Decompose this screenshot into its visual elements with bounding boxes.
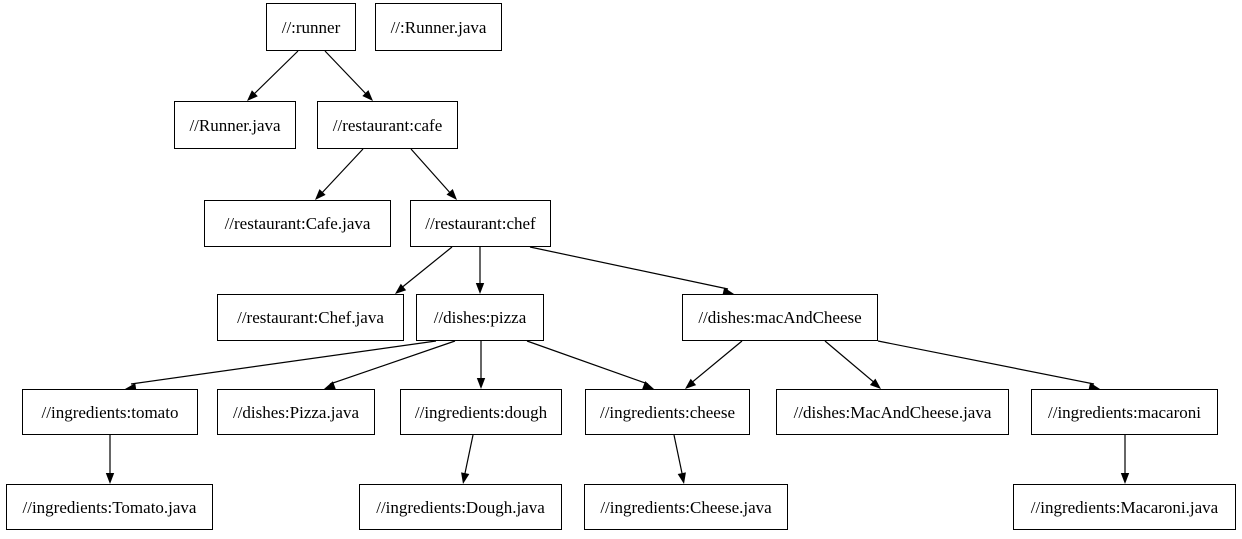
arrowhead-icon xyxy=(461,472,470,484)
arrowhead-icon xyxy=(677,472,686,484)
graph-node-ingredients_macaroni_java[interactable]: //ingredients:Macaroni.java xyxy=(1013,484,1236,530)
graph-node-restaurant_chef_java[interactable]: //restaurant:Chef.java xyxy=(217,294,404,341)
graph-node-label: //ingredients:tomato xyxy=(41,402,179,422)
graph-node-root_runner_java[interactable]: //:Runner.java xyxy=(375,3,502,51)
arrowhead-icon xyxy=(476,378,486,389)
graph-node-label: //ingredients:Tomato.java xyxy=(22,497,197,517)
arrowhead-icon xyxy=(105,473,115,484)
graph-node-label: //restaurant:Cafe.java xyxy=(224,214,371,233)
graph-node-label: //restaurant:cafe xyxy=(332,115,443,135)
graph-node-restaurant_chef[interactable]: //restaurant:chef xyxy=(410,200,551,247)
graph-node-label: //restaurant:Chef.java xyxy=(237,308,384,327)
edge-ingredients_tomato-to-ingredients_tomato_java xyxy=(105,435,115,484)
graph-node-label: //:runner xyxy=(281,17,341,37)
edge-runner-to-restaurant_cafe xyxy=(324,50,373,101)
graph-node-runner[interactable]: //:runner xyxy=(266,3,356,51)
edge-restaurant_chef-to-dishes_macandcheese xyxy=(529,246,734,296)
graph-node-label: //ingredients:dough xyxy=(414,402,548,422)
arrowhead-icon xyxy=(324,381,336,390)
arrowhead-icon xyxy=(869,378,881,389)
arrowhead-icon xyxy=(315,189,326,200)
edge-ingredients_macaroni-to-ingredients_macaroni_java xyxy=(1120,435,1130,484)
graph-node-label: //Runner.java xyxy=(189,115,281,135)
graph-node-label: //dishes:Pizza.java xyxy=(232,402,360,422)
edge-dishes_macandcheese-to-dishes_macandcheese_java xyxy=(824,340,881,389)
arrowhead-icon xyxy=(475,283,485,294)
edge-restaurant_chef-to-dishes_pizza xyxy=(475,247,485,294)
graph-node-label: //restaurant:chef xyxy=(425,214,536,233)
graph-node-ingredients_macaroni[interactable]: //ingredients:macaroni xyxy=(1031,389,1218,435)
graph-node-dishes_macandcheese_java[interactable]: //dishes:MacAndCheese.java xyxy=(776,389,1009,435)
graph-node-ingredients_dough[interactable]: //ingredients:dough xyxy=(400,389,562,435)
edge-restaurant_cafe-to-restaurant_chef xyxy=(410,148,457,200)
arrowhead-icon xyxy=(1120,473,1130,484)
arrowhead-icon xyxy=(247,90,258,101)
arrowhead-icon xyxy=(362,90,373,101)
edge-dishes_pizza-to-ingredients_dough xyxy=(476,341,486,389)
graph-node-ingredients_dough_java[interactable]: //ingredients:Dough.java xyxy=(359,484,562,530)
graph-node-dishes_pizza_java[interactable]: //dishes:Pizza.java xyxy=(217,389,375,435)
graph-node-label: //ingredients:Macaroni.java xyxy=(1030,497,1219,517)
graph-node-ingredients_tomato_java[interactable]: //ingredients:Tomato.java xyxy=(6,484,213,530)
graph-node-restaurant_cafe_java[interactable]: //restaurant:Cafe.java xyxy=(204,200,391,247)
graph-node-restaurant_cafe[interactable]: //restaurant:cafe xyxy=(317,101,458,149)
edge-dishes_pizza-to-ingredients_cheese xyxy=(526,340,654,390)
graph-node-label: //ingredients:cheese xyxy=(599,402,735,422)
graph-node-ingredients_cheese_java[interactable]: //ingredients:Cheese.java xyxy=(584,484,788,530)
arrowhead-icon xyxy=(685,378,697,389)
arrowhead-icon xyxy=(395,283,407,294)
graph-node-label: //:Runner.java xyxy=(390,17,487,37)
edge-dishes_macandcheese-to-ingredients_cheese xyxy=(685,340,743,389)
edge-runner-to-runner_java xyxy=(247,50,299,101)
graph-node-dishes_pizza[interactable]: //dishes:pizza xyxy=(416,294,544,341)
edge-dishes_macandcheese-to-ingredients_macaroni xyxy=(877,340,1100,391)
graph-node-ingredients_tomato[interactable]: //ingredients:tomato xyxy=(22,389,198,435)
arrowhead-icon xyxy=(642,381,654,390)
edge-dishes_pizza-to-ingredients_tomato xyxy=(125,340,437,392)
edge-ingredients_cheese-to-ingredients_cheese_java xyxy=(673,434,686,484)
graph-node-label: //dishes:pizza xyxy=(433,308,527,327)
edge-dishes_pizza-to-dishes_pizza_java xyxy=(324,340,456,390)
graph-node-label: //ingredients:Cheese.java xyxy=(600,497,772,517)
graph-node-label: //dishes:macAndCheese xyxy=(698,308,862,327)
edge-ingredients_dough-to-ingredients_dough_java xyxy=(461,434,474,484)
graph-node-dishes_macandcheese[interactable]: //dishes:macAndCheese xyxy=(682,294,878,341)
graph-node-label: //ingredients:Dough.java xyxy=(376,497,545,517)
edge-restaurant_chef-to-restaurant_chef_java xyxy=(395,246,453,294)
graph-node-ingredients_cheese[interactable]: //ingredients:cheese xyxy=(585,389,750,435)
graph-node-runner_java[interactable]: //Runner.java xyxy=(174,101,296,149)
graph-node-label: //ingredients:macaroni xyxy=(1048,402,1201,422)
graph-node-label: //dishes:MacAndCheese.java xyxy=(793,402,992,422)
edge-restaurant_cafe-to-restaurant_cafe_java xyxy=(315,148,364,200)
arrowhead-icon xyxy=(446,189,457,200)
